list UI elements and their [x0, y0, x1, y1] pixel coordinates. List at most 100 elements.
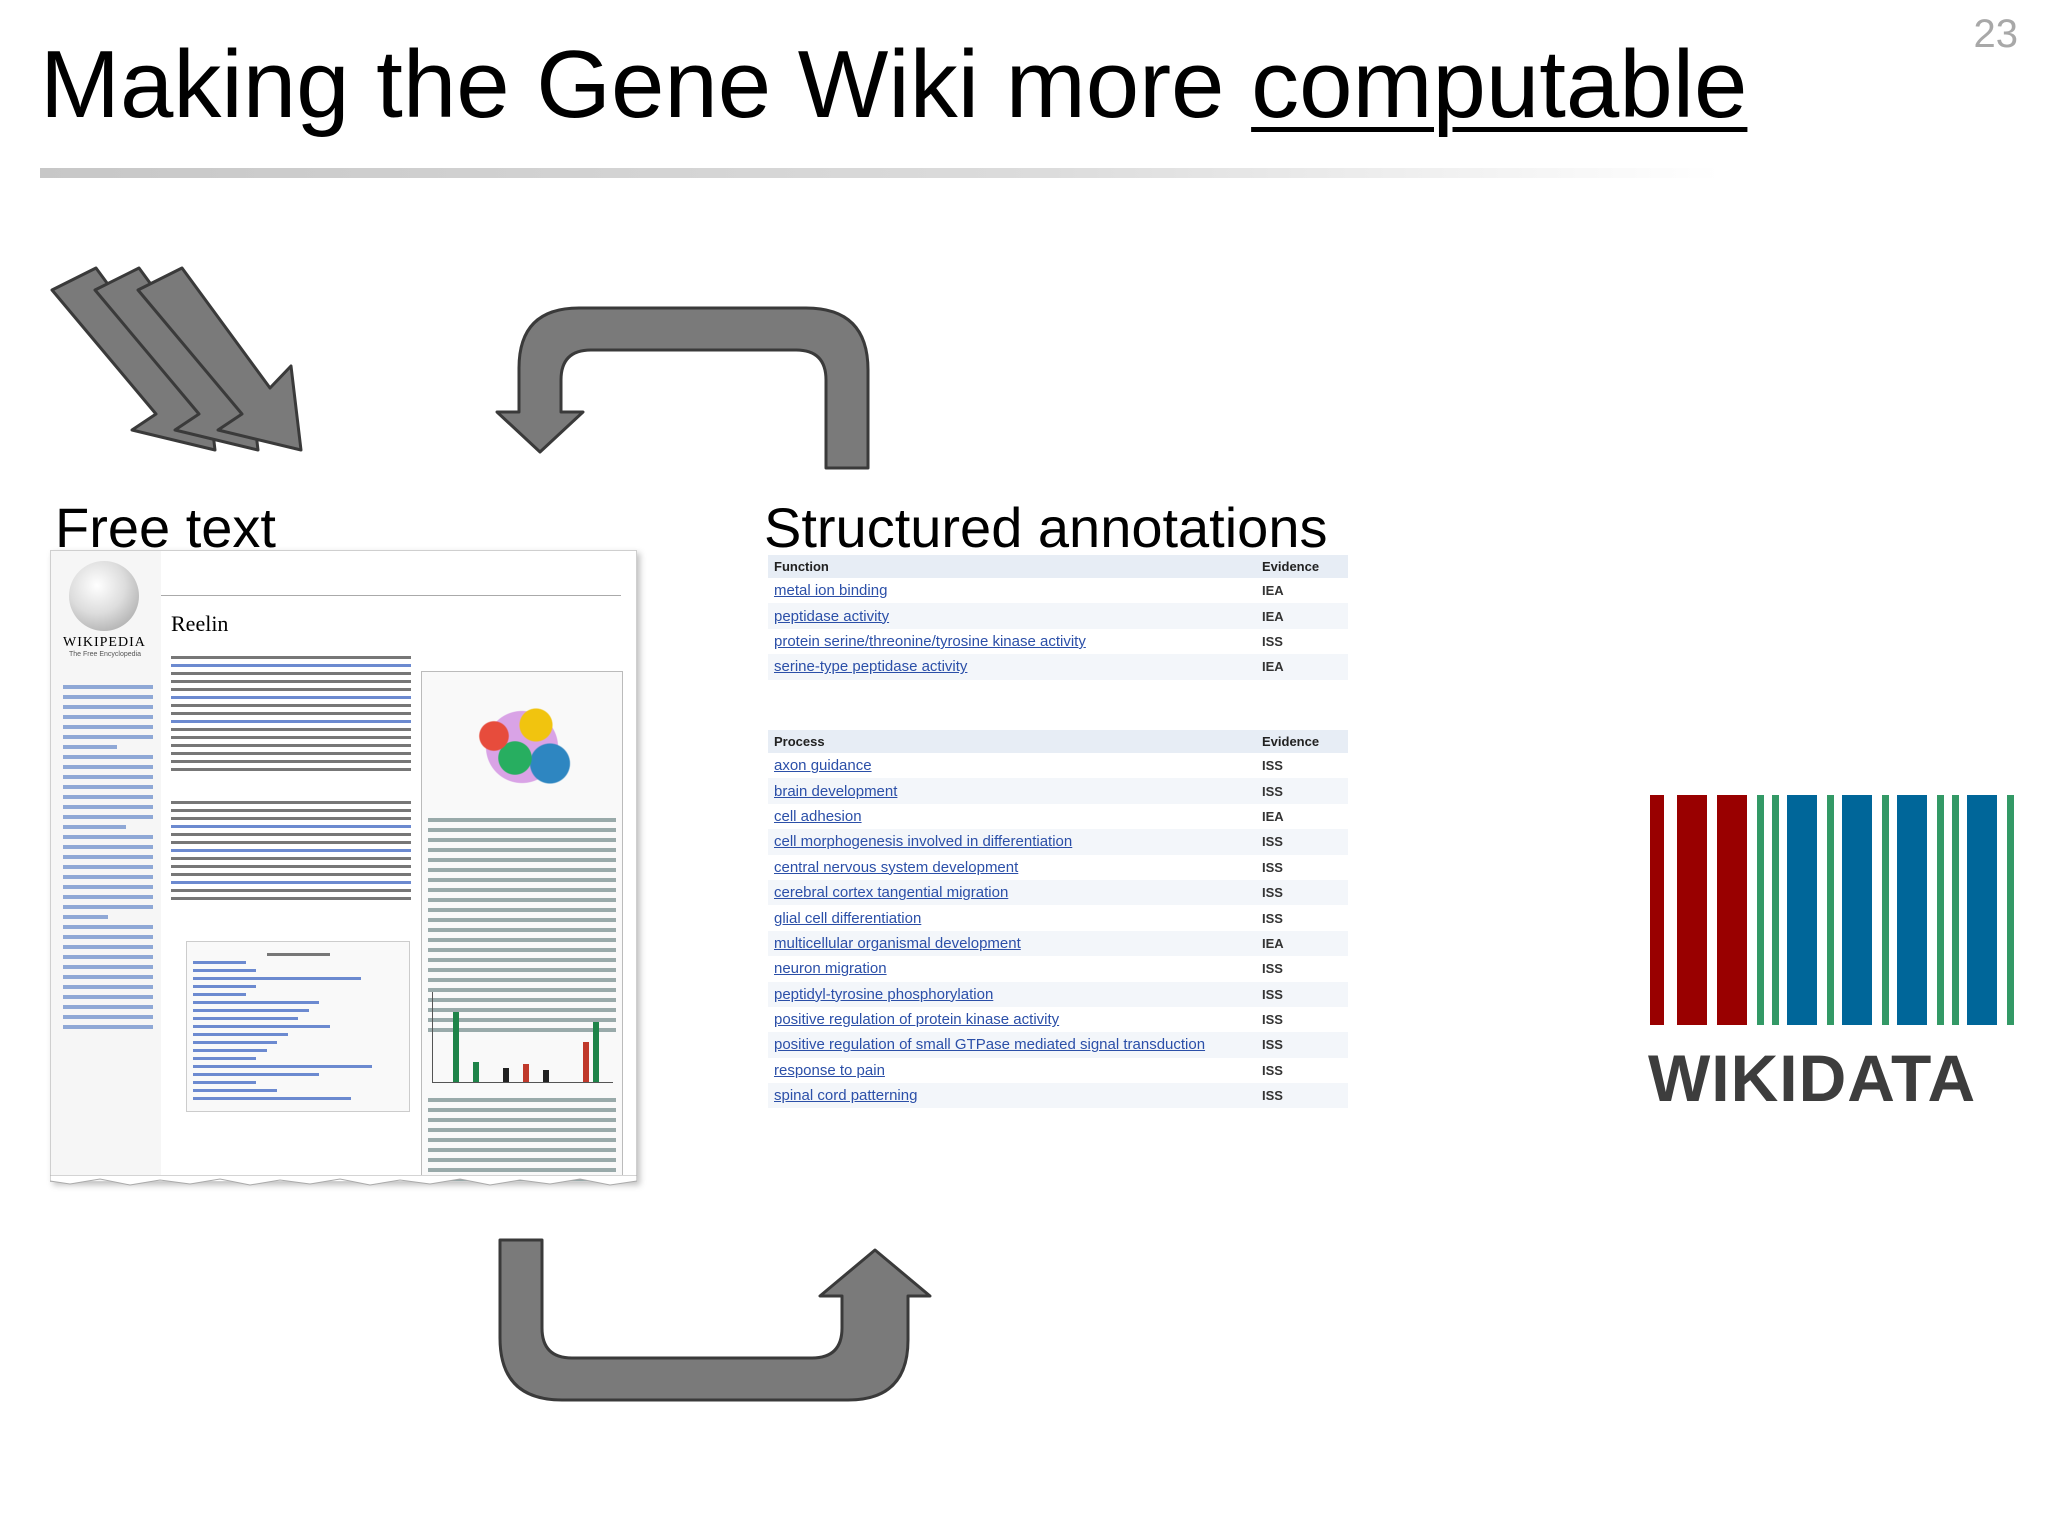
go-term-link[interactable]: multicellular organismal development: [768, 930, 1256, 957]
table-row: protein serine/threonine/tyrosine kinase…: [768, 629, 1348, 654]
evidence-header: Evidence: [1256, 555, 1348, 578]
evidence-code: ISS: [1256, 829, 1348, 855]
table-row: metal ion binding IEA: [768, 578, 1348, 603]
go-term-link[interactable]: cell adhesion: [774, 807, 862, 825]
evidence-code: IEA: [1262, 583, 1284, 599]
wikidata-bar: [1757, 795, 1764, 1025]
evidence-code: ISS: [1262, 633, 1283, 649]
evidence-code: ISS: [1262, 1062, 1283, 1078]
wikidata-bar: [1717, 795, 1747, 1025]
go-term-link[interactable]: cell morphogenesis involved in different…: [768, 829, 1256, 855]
evidence-code: IEA: [1256, 603, 1348, 629]
go-term-link[interactable]: metal ion binding: [774, 582, 888, 600]
table-row: positive regulation of small GTPase medi…: [768, 1032, 1348, 1058]
wikidata-bar: [1897, 795, 1927, 1025]
evidence-code: ISS: [1262, 859, 1283, 875]
evidence-code: ISS: [1256, 778, 1348, 804]
wikidata-bar: [1967, 795, 1997, 1025]
go-term-link[interactable]: neuron migration: [774, 960, 887, 978]
wikidata-bar: [1650, 795, 1664, 1025]
go-term-link[interactable]: spinal cord patterning: [768, 1083, 1256, 1109]
wiki-tagline: The Free Encyclopedia: [69, 651, 141, 658]
wiki-second-paragraph: [171, 796, 411, 905]
evidence-code: ISS: [1262, 961, 1283, 977]
go-term-link[interactable]: response to pain: [774, 1061, 885, 1079]
go-term-link[interactable]: peptidase activity: [768, 603, 1256, 629]
wikidata-bar: [1772, 795, 1779, 1025]
go-term-link[interactable]: protein serine/threonine/tyrosine kinase…: [774, 632, 1086, 650]
wiki-nav-links: [63, 679, 153, 1035]
cycle-arrow-top-icon: [495, 306, 870, 470]
wikidata-bar: [2007, 795, 2014, 1025]
go-term-link[interactable]: cerebral cortex tangential migration: [768, 879, 1256, 906]
wiki-toc: [186, 941, 410, 1112]
wikidata-wordmark: WIKIDATA: [1648, 1041, 1977, 1115]
table-row: response to pain ISS: [768, 1058, 1348, 1083]
expression-plot: [432, 992, 613, 1083]
go-term-link[interactable]: positive regulation of small GTPase medi…: [768, 1032, 1256, 1058]
triple-down-arrow-icon: [50, 266, 303, 452]
structured-annotations-label: Structured annotations: [764, 496, 1328, 559]
evidence-code: IEA: [1256, 654, 1348, 680]
wikidata-bar: [1842, 795, 1872, 1025]
cycle-arrow-bottom-icon: [498, 1238, 932, 1402]
wikipedia-article-screenshot: WIKIPEDIA The Free Encyclopedia Reelin: [50, 550, 637, 1182]
wikidata-bar: [1787, 795, 1817, 1025]
function-header: Function: [768, 555, 1256, 578]
infobox-rows: [428, 812, 616, 1038]
wikidata-bar: [1827, 795, 1834, 1025]
table-row: glial cell differentiation ISS: [768, 905, 1348, 930]
evidence-code: IEA: [1262, 808, 1284, 824]
evidence-header: Evidence: [1256, 730, 1348, 753]
wikidata-bar: [1677, 795, 1707, 1025]
wiki-wordmark: WIKIPEDIA: [63, 635, 146, 650]
evidence-code: IEA: [1256, 930, 1348, 957]
evidence-code: ISS: [1256, 1032, 1348, 1058]
go-term-link[interactable]: glial cell differentiation: [774, 909, 922, 927]
evidence-code: ISS: [1256, 879, 1348, 906]
table-row: cell morphogenesis involved in different…: [768, 829, 1348, 855]
table-row: neuron migration ISS: [768, 956, 1348, 981]
evidence-code: ISS: [1256, 1083, 1348, 1109]
slide-title: Making the Gene Wiki more computable: [40, 30, 1747, 140]
wiki-tabs: [161, 581, 621, 596]
table-row: central nervous system development ISS: [768, 855, 1348, 880]
table-row: positive regulation of protein kinase ac…: [768, 1007, 1348, 1032]
wiki-lead-text: [171, 651, 411, 776]
protein-structure-image: [452, 692, 592, 802]
evidence-code: ISS: [1262, 910, 1283, 926]
wikidata-bar: [1937, 795, 1944, 1025]
title-main: Making the Gene Wiki more: [40, 31, 1252, 138]
table-row: cell adhesion IEA: [768, 804, 1348, 829]
go-term-link[interactable]: central nervous system development: [774, 858, 1019, 876]
process-header: Process: [768, 730, 1256, 753]
wikipedia-globe-icon: [69, 561, 139, 631]
wiki-article-title: Reelin: [171, 611, 229, 636]
slide-number: 23: [1973, 12, 2019, 56]
title-emphasis: computable: [1251, 31, 1748, 138]
go-term-link[interactable]: brain development: [768, 778, 1256, 804]
go-term-link[interactable]: serine-type peptidase activity: [768, 654, 1256, 680]
wikidata-barcode-icon: [1650, 795, 2014, 1025]
go-term-link[interactable]: positive regulation of protein kinase ac…: [774, 1011, 1060, 1029]
torn-edge: [50, 1175, 637, 1186]
go-term-link[interactable]: peptidyl-tyrosine phosphorylation: [768, 981, 1256, 1007]
free-text-label: Free text: [55, 496, 276, 559]
wikidata-bar: [1882, 795, 1889, 1025]
go-term-link[interactable]: axon guidance: [774, 757, 872, 775]
title-divider: [40, 168, 1720, 178]
infobox-orthologs: [428, 1092, 616, 1181]
evidence-code: ISS: [1262, 1012, 1283, 1028]
wikidata-bar: [1952, 795, 1959, 1025]
